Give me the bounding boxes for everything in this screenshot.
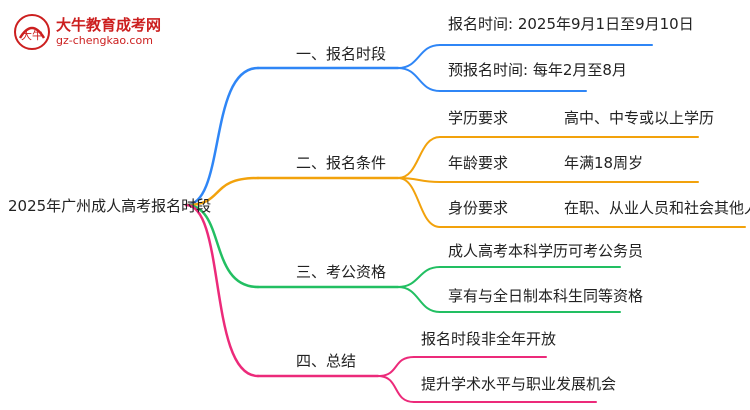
site-logo[interactable]: 大牛 大牛教育成考网 gz-chengkao.com [12,10,182,52]
root-topic: 2025年广州成人高考报名时段 [8,197,212,215]
connector-root-branch [184,203,260,289]
leaf-not-year-round: 报名时段非全年开放 [421,330,557,348]
connector-root-branch [184,66,260,207]
leaf-equal-qualification: 享有与全日制本科生同等资格 [448,287,644,305]
leaf-age-requirement: 年龄要求 [448,154,509,172]
connector-branch-leaf [397,177,441,228]
leaf-pre-registration-time: 预报名时间: 每年2月至8月 [448,61,627,79]
branch-civil-service-eligibility: 三、考公资格 [296,263,387,281]
connector-branch-leaf [397,44,441,69]
connector-branch-leaf [397,67,441,92]
leaf-civil-service-exam: 成人高考本科学历可考公务员 [448,242,644,260]
branch-registration-period: 一、报名时段 [296,45,387,63]
logo-url: gz-chengkao.com [56,34,153,47]
branch-registration-conditions: 二、报名条件 [296,154,387,172]
svg-text:大牛: 大牛 [21,28,43,42]
branch-summary: 四、总结 [296,352,357,370]
connector-root-branch [184,176,260,207]
leaf-registration-time: 报名时间: 2025年9月1日至9月10日 [448,15,694,33]
leaf-identity-requirement: 身份要求 [448,199,509,217]
connector-branch-leaf [377,375,415,403]
leaf-identity-requirement-value: 在职、从业人员和社会其他人员 [564,199,750,217]
connector-branch-leaf [397,136,441,179]
logo-title: 大牛教育成考网 [56,16,162,34]
leaf-education-requirement: 学历要求 [448,109,509,127]
connector-root-branch [184,203,260,378]
connector-branch-leaf [377,356,415,377]
leaf-age-requirement-value: 年满18周岁 [564,154,644,172]
leaf-career-development: 提升学术水平与职业发展机会 [421,375,617,393]
connector-branch-leaf [397,266,441,288]
logo-mark-icon: 大牛 [14,14,50,50]
leaf-education-requirement-value: 高中、中专或以上学历 [564,109,715,127]
connector-branch-leaf [397,286,441,313]
